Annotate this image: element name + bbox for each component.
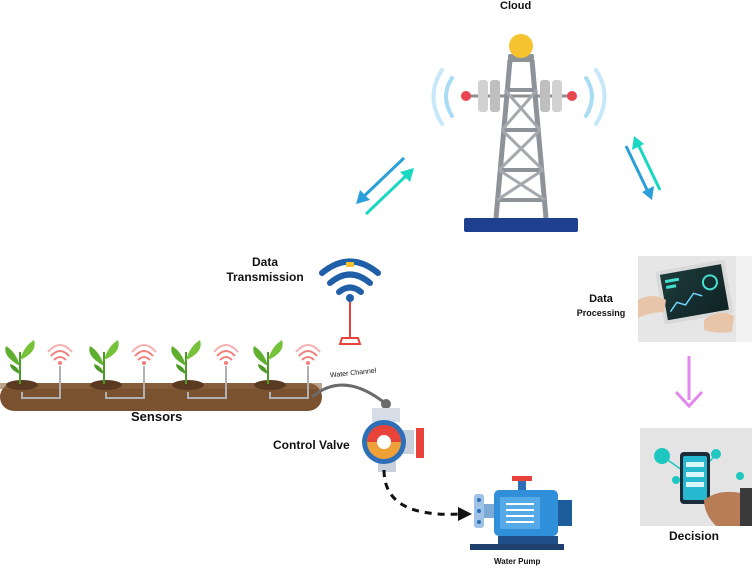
tower-icon	[431, 34, 607, 232]
data-transmission-line2: Transmission	[226, 270, 304, 284]
sensors-label: Sensors	[131, 409, 183, 424]
dashed-flow-arrow	[382, 469, 472, 521]
data-processing-line2: Processing	[576, 308, 626, 318]
bidirectional-arrow-left-icon	[356, 156, 414, 216]
cloud-label: Cloud	[500, 0, 532, 12]
plants-group	[5, 340, 321, 399]
plant-icon	[253, 340, 286, 390]
signal-icon	[269, 344, 321, 399]
data-transmission-line1: Data	[251, 255, 278, 269]
phone-photo-icon	[640, 428, 752, 526]
decision-label: Decision	[669, 529, 720, 543]
bidirectional-arrow-right-icon	[624, 136, 662, 200]
control-valve-label: Control Valve	[273, 438, 350, 452]
plant-icon	[5, 340, 38, 390]
water-channel-pipe	[311, 383, 391, 409]
data-processing-line1: Data	[589, 293, 613, 305]
plant-icon	[171, 340, 204, 390]
water-pump-label: Water Pump	[494, 557, 541, 566]
signal-icon	[21, 344, 73, 399]
data-transmission-label: Data Transmission	[218, 255, 312, 285]
wifi-antenna-icon	[319, 258, 381, 345]
signal-icon	[187, 344, 239, 399]
down-arrow-icon	[674, 356, 704, 409]
valve-icon	[362, 408, 424, 472]
pump-icon	[470, 476, 572, 550]
plant-icon	[89, 340, 122, 390]
soil-bed	[0, 383, 322, 411]
tablet-photo-icon	[638, 256, 752, 342]
signal-icon	[105, 344, 157, 399]
data-processing-label: Data Processing	[562, 292, 640, 320]
